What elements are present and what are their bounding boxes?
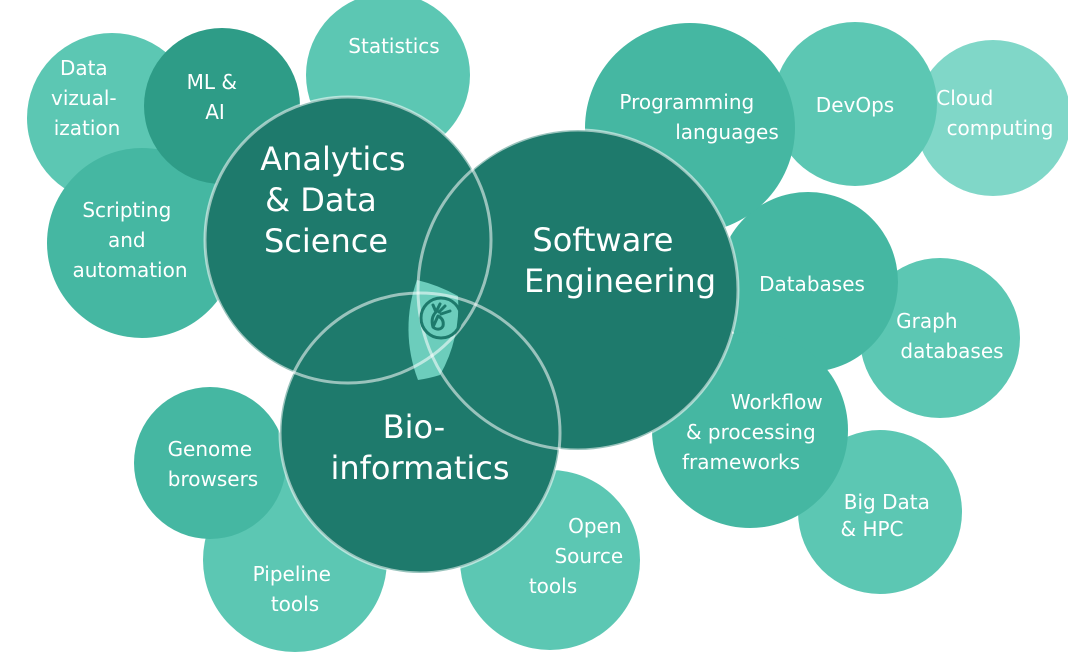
label-statistics: Statistics [348,34,439,58]
label-genome: Genome browsers [168,437,259,491]
bubble-genome [134,387,286,539]
label-pipeline: Pipeline tools [253,562,338,616]
label-devops: DevOps [816,93,894,117]
label-data-viz: Data vizual- ization [51,56,123,140]
labels: Data vizual- ization ML & AI Statistics … [51,34,1053,616]
topic-bubbles [27,0,1068,652]
bubble-databases [718,192,898,372]
circle-bioinformatics [280,293,560,573]
bubble-scripting [47,148,237,338]
hand-logo-icon [419,296,463,340]
bubble-graph-db [860,258,1020,418]
main-circles [203,95,740,575]
label-analytics: Analytics & Data Science [260,140,415,260]
bubble-devops [773,22,937,186]
label-programming: Programming languages [619,90,778,144]
label-graph-db: Graph databases [896,309,1003,363]
label-databases: Databases [759,272,865,296]
label-opensource: Open Source tools [529,514,630,598]
label-bigdata: Big Data & HPC [840,490,936,541]
label-workflow: Workflow & processing frameworks [682,390,829,474]
label-software: Software Engineering [524,221,716,300]
label-bioinformatics: Bio- informatics [330,408,509,487]
label-cloud: Cloud computing [936,86,1053,140]
label-ml-ai: ML & AI [187,70,244,124]
label-scripting: Scripting and automation [72,198,187,282]
bubble-cloud [915,40,1068,196]
